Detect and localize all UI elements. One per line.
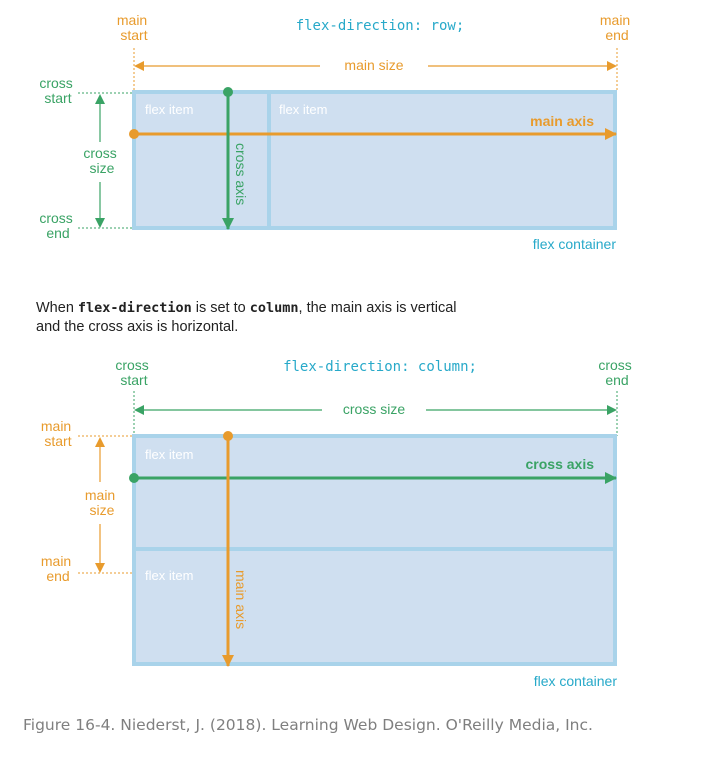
- row-main-size-label: main size: [344, 57, 403, 73]
- code-column: column: [249, 300, 299, 316]
- row-flex-container: [132, 90, 617, 230]
- row-main-axis-label: main axis: [530, 113, 594, 129]
- figure-caption: Figure 16-4. Niederst, J. (2018). Learni…: [23, 716, 593, 734]
- row-flex-item-2: flex item: [279, 102, 327, 117]
- row-cross-size-label: cross size: [83, 145, 120, 176]
- row-diagram: flex-direction: row; main start main end…: [39, 12, 634, 252]
- row-flex-item-1: flex item: [145, 102, 193, 117]
- explanation-text: When flex-direction is set to column, th…: [36, 300, 457, 335]
- row-cross-start-label: cross start: [39, 75, 76, 106]
- column-main-end-label: main end: [41, 553, 75, 584]
- column-flex-container-label: flex container: [534, 673, 618, 689]
- column-flex-item-1: flex item: [145, 447, 193, 462]
- column-main-axis-label: main axis: [233, 570, 249, 629]
- row-main-end-label: main end: [600, 12, 634, 43]
- row-cross-end-label: cross end: [39, 210, 76, 241]
- column-main-start-label: main start: [41, 418, 75, 449]
- column-diagram: flex-direction: column; cross start cros…: [41, 357, 635, 689]
- column-cross-end-label: cross end: [598, 357, 635, 388]
- column-main-size-label: main size: [85, 487, 119, 518]
- row-main-start-label: main start: [117, 12, 151, 43]
- row-code-label: flex-direction: row;: [296, 18, 465, 34]
- column-code-label: flex-direction: column;: [283, 359, 477, 375]
- column-cross-axis-label: cross axis: [526, 456, 595, 472]
- row-flex-container-label: flex container: [533, 236, 617, 252]
- code-flex-direction: flex-direction: [77, 300, 192, 316]
- column-flex-item-2: flex item: [145, 568, 193, 583]
- column-cross-start-label: cross start: [115, 357, 152, 388]
- row-cross-axis-label: cross axis: [233, 143, 249, 205]
- column-cross-size-label: cross size: [343, 401, 405, 417]
